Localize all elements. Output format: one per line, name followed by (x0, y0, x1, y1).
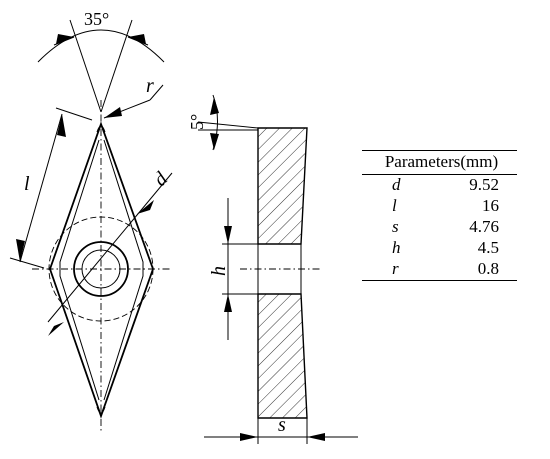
center-hole-outer (73, 241, 129, 297)
table-row: s 4.76 (362, 217, 517, 238)
h-label: h (208, 266, 230, 276)
section-upper (257, 127, 308, 245)
top-view: 35° r l d (9, 9, 173, 432)
table-row: l 16 (362, 196, 517, 217)
inner-chamfer-right (103, 139, 144, 401)
section-lower (257, 293, 308, 419)
param-symbol: s (392, 217, 399, 236)
param-symbol: l (392, 196, 397, 215)
angle-35-label: 35° (84, 9, 109, 29)
param-symbol: d (392, 175, 401, 194)
r-label: r (146, 75, 154, 97)
l-label: l (24, 173, 30, 195)
param-value: 4.5 (477, 238, 499, 257)
param-symbol: r (362, 259, 452, 281)
param-value: 16 (482, 196, 499, 215)
param-symbol: h (392, 238, 401, 257)
param-value: 4.76 (469, 217, 499, 236)
angle-arc (37, 29, 165, 63)
table-row: r 0.8 (362, 259, 517, 281)
param-value: 0.8 (452, 259, 517, 281)
inner-chamfer-left (59, 139, 100, 401)
param-value: 9.52 (469, 175, 499, 194)
table-row: h 4.5 (362, 238, 517, 259)
parameters-table: Parameters(mm) d 9.52 l 16 s 4.76 h 4.5 … (362, 150, 517, 281)
insert-outline (49, 121, 154, 419)
side-view: 5° h s (187, 94, 358, 444)
table-row: d 9.52 (362, 175, 517, 197)
d-label: d (149, 167, 172, 190)
angle-5-label: 5° (187, 114, 207, 130)
s-label: s (278, 414, 286, 436)
table-header: Parameters(mm) (362, 150, 517, 175)
